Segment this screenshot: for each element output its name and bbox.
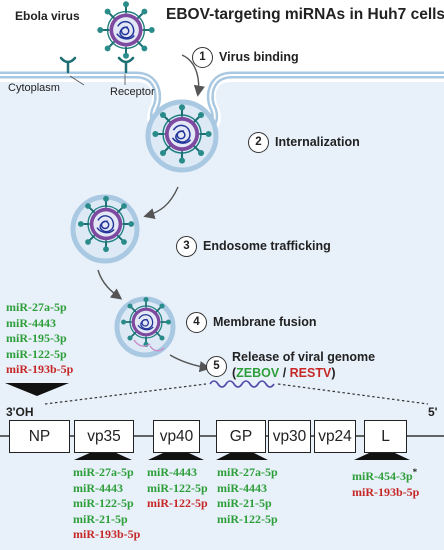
strain-separator: / [279, 366, 290, 380]
step-number-4: 4 [186, 312, 207, 333]
gene-vp40: vp40 [153, 420, 200, 453]
strain-open: ( [232, 366, 237, 380]
mirna-item: miR-4443 [6, 315, 56, 330]
gene-gp: GP [216, 420, 266, 453]
gene-vp35: vp35 [74, 420, 134, 453]
mirna-name: miR-454-3p [352, 469, 413, 483]
step-number-3: 3 [176, 236, 197, 257]
strain-restv: RESTV [289, 366, 332, 380]
strain-close: ) [331, 366, 336, 380]
mirna-item: miR-122-5p [147, 480, 208, 495]
mirna-item: miR-21-5p [217, 496, 272, 510]
mirna-item: miR-122-5p [73, 496, 134, 510]
step-number-1: 1 [192, 47, 213, 68]
mirna-footnote-mark: * [412, 467, 418, 477]
mirna-item: miR-195-3p [6, 331, 67, 345]
step-label-endosome-trafficking: Endosome trafficking [203, 239, 331, 253]
mirna-item: miR-454-3p* [352, 465, 419, 485]
step-label-membrane-fusion: Membrane fusion [213, 315, 317, 329]
mirna-item: miR-27a-5p [73, 465, 134, 479]
step-label-internalization: Internalization [275, 135, 360, 149]
mirna-item: miR-21-5p [73, 511, 128, 526]
l-mirna-list: miR-454-3p* miR-193b-5p [352, 465, 419, 500]
entry-mirna-list: miR-27a-5p miR-4443 miR-195-3p miR-122-5… [6, 300, 73, 378]
strain-legend: (ZEBOV / RESTV) [232, 366, 336, 380]
mirna-item: miR-27a-5p [217, 465, 278, 479]
gene-vp24: vp24 [314, 420, 356, 453]
step-number-2: 2 [248, 132, 269, 153]
mirna-item: miR-122-5p [147, 496, 208, 510]
step-number-5: 5 [206, 356, 227, 377]
mirna-item: miR-4443 [73, 480, 123, 495]
step-label-virus-binding: Virus binding [219, 50, 299, 64]
mirna-item: miR-193b-5p [6, 362, 74, 376]
cytoplasm-label: Cytoplasm [8, 82, 60, 94]
mirna-item: miR-122-5p [6, 346, 67, 361]
mirna-item: miR-4443 [147, 465, 197, 479]
genome-5-prime-end: 5' [428, 405, 438, 419]
gene-vp30: vp30 [268, 420, 311, 453]
strain-zebov: ZEBOV [236, 366, 280, 380]
mirna-item: miR-193b-5p [73, 527, 141, 541]
mirna-item: miR-27a-5p [6, 300, 67, 314]
mirna-item: miR-193b-5p [352, 484, 420, 499]
gene-l: L [364, 420, 407, 453]
vp35-mirna-list: miR-27a-5p miR-4443 miR-122-5p miR-21-5p… [73, 465, 140, 543]
mirna-item: miR-4443 [217, 480, 267, 495]
page-title: EBOV-targeting miRNAs in Huh7 cells [166, 6, 444, 23]
receptor-label: Receptor [110, 86, 155, 98]
mirna-item: miR-122-5p [217, 511, 278, 526]
virus-label: Ebola virus [15, 9, 80, 23]
gp-mirna-list: miR-27a-5p miR-4443 miR-21-5p miR-122-5p [217, 465, 278, 527]
step-label-release-of-viral-genome: Release of viral genome [232, 350, 376, 364]
vp40-mirna-list: miR-4443 miR-122-5p miR-122-5p [147, 465, 208, 512]
genome-3-prime-end: 3'OH [6, 405, 34, 419]
gene-np: NP [9, 420, 70, 453]
